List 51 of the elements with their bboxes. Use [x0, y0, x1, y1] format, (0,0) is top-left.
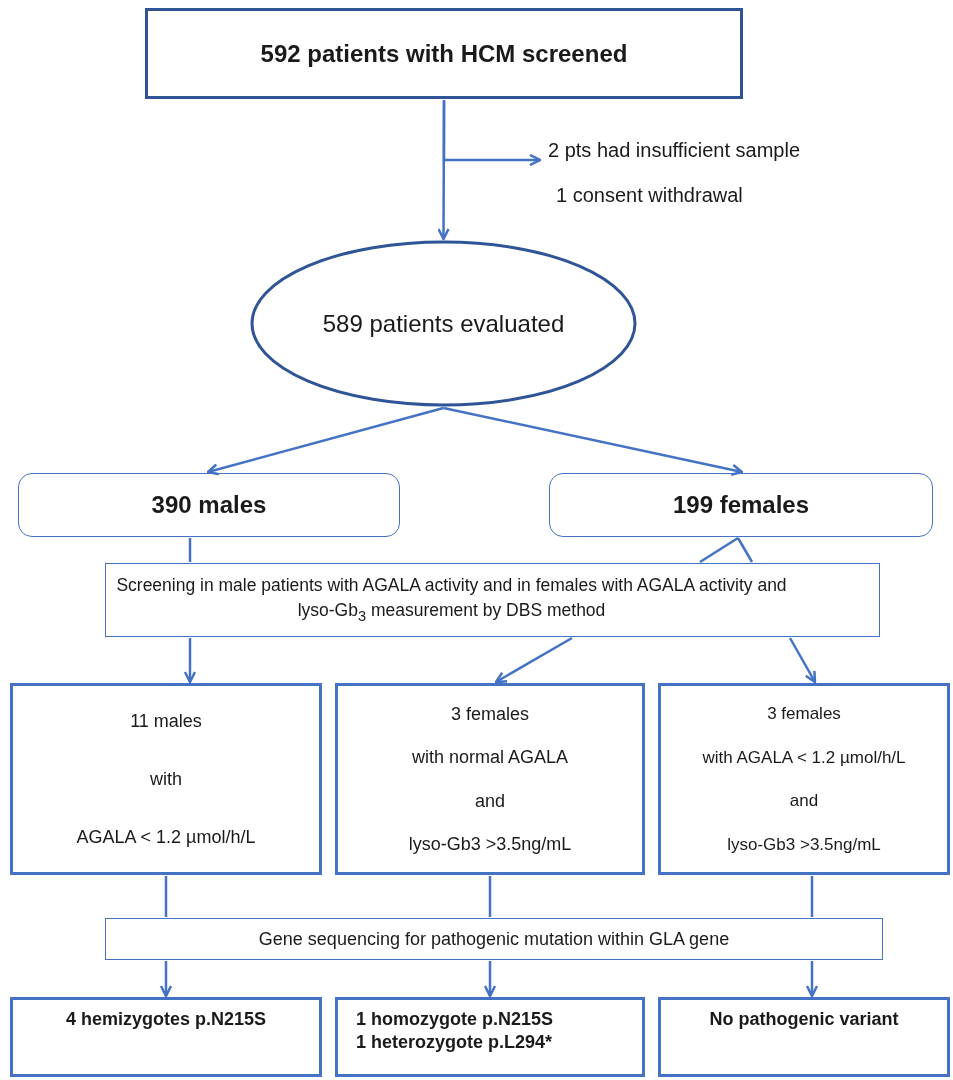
- node-text: No pathogenic variant: [709, 1008, 899, 1031]
- connector-line: [736, 537, 754, 563]
- node-text: and: [474, 789, 505, 812]
- males-box: [18, 473, 400, 537]
- evaluated-ellipse: [250, 240, 637, 407]
- node-text: with: [150, 767, 182, 791]
- connector-line: [188, 538, 192, 562]
- arrow: [494, 636, 573, 684]
- sequencing-box: [105, 918, 883, 960]
- result-box: [335, 683, 645, 875]
- result-box: [10, 683, 322, 875]
- outcome-box: [10, 997, 322, 1077]
- node-text: 2 pts had insufficient sample: [548, 138, 800, 163]
- node-text: 390 males: [151, 490, 267, 520]
- node-text: 592 patients with HCM screened: [260, 38, 628, 69]
- node-text: with normal AGALA: [411, 746, 569, 769]
- node-text: with AGALA < 1.2 µmol/h/L: [702, 746, 906, 768]
- arrow: [443, 406, 744, 477]
- node-text: 589 patients evaluated: [322, 308, 565, 339]
- node-text: 3 females: [450, 702, 529, 725]
- screened-box: [145, 8, 743, 99]
- arrow: [159, 961, 173, 998]
- node-text: 11 males: [130, 709, 202, 733]
- node-text: 3 females: [767, 703, 841, 725]
- node-text: 1 heterozygote p.L294*: [356, 1030, 553, 1053]
- node-text: Screening in male patients with AGALA activity and in females with AGALA activity and lyso-Gb$_{3}$ measurement by DBS method: [115, 574, 788, 626]
- node-text: 4 hemizygotes p.N215S: [65, 1008, 267, 1031]
- arrow: [183, 638, 197, 684]
- node-text: 1 consent withdrawal: [555, 183, 743, 208]
- arrow: [442, 101, 542, 167]
- node-text: lyso-Gb3 >3.5ng/mL: [727, 833, 881, 855]
- node-text: 1 homozygote p.N215S: [356, 1008, 554, 1031]
- node-text: 199 females: [672, 490, 810, 520]
- connector-line: [810, 876, 814, 917]
- arrow: [206, 406, 444, 476]
- node-text: and: [789, 790, 819, 812]
- arrow: [805, 961, 819, 998]
- arrow: [483, 961, 497, 998]
- node-text: lyso-Gb3 >3.5ng/mL: [408, 833, 572, 856]
- screening-box: [105, 563, 880, 637]
- connector-line: [164, 876, 168, 917]
- outcome-box: [335, 997, 645, 1077]
- arrow: [788, 637, 817, 684]
- node-text: Gene sequencing for pathogenic mutation within GLA gene: [258, 927, 730, 951]
- outcome-box: [658, 997, 950, 1077]
- connector-line: [488, 876, 492, 917]
- arrow: [437, 100, 450, 241]
- connector-line: [699, 536, 739, 564]
- females-box: [549, 473, 933, 537]
- result-box: [658, 683, 950, 875]
- node-text: AGALA < 1.2 µmol/h/L: [76, 825, 256, 849]
